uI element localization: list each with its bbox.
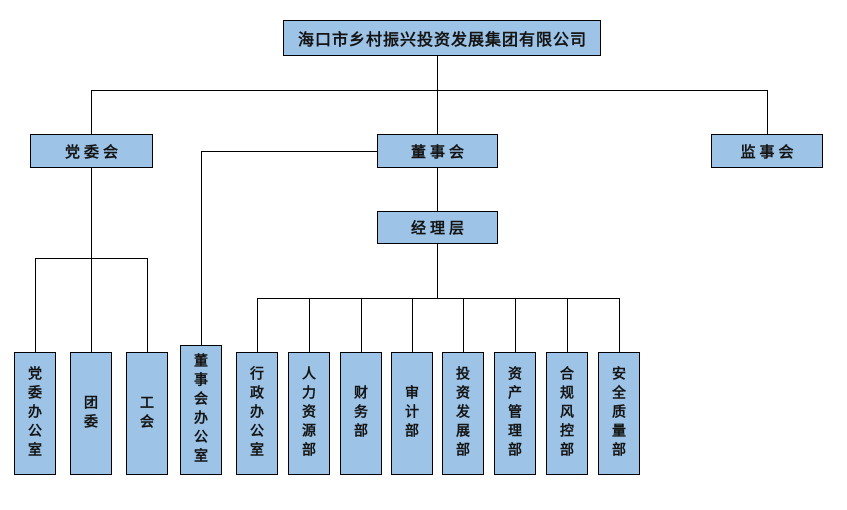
org-node-board-office: 董事会办公室 — [180, 345, 222, 475]
connector-board-management — [437, 168, 438, 211]
org-node-labor-union: 工会 — [126, 352, 168, 475]
connector-party-child-drop — [35, 258, 36, 352]
org-node-hr-dept: 人力资源部 — [288, 352, 330, 475]
connector-root-drop — [437, 56, 438, 90]
org-node-audit-dept: 审计部 — [391, 352, 433, 475]
connector-management-child-drop — [309, 298, 310, 352]
connector-board-office-drop — [201, 151, 202, 345]
org-node-investment-dept: 投资发展部 — [442, 352, 484, 475]
connector-board-drop — [437, 90, 438, 134]
org-node-admin-office: 行政办公室 — [236, 352, 278, 475]
connector-party-child-drop — [147, 258, 148, 352]
connector-management-child-drop — [567, 298, 568, 352]
org-node-management-layer: 经理层 — [377, 211, 498, 244]
connector-top-rail — [91, 90, 767, 91]
org-node-party-office: 党委办公室 — [14, 352, 56, 475]
org-node-asset-mgmt-dept: 资产管理部 — [494, 352, 536, 475]
org-node-supervisory-board: 监事会 — [711, 134, 823, 168]
connector-party-drop — [91, 90, 92, 134]
connector-supervisory-drop — [767, 90, 768, 134]
connector-management-child-drop — [361, 298, 362, 352]
connector-management-child-drop — [412, 298, 413, 352]
connector-party-child-drop — [91, 258, 92, 352]
connector-management-rail — [257, 298, 619, 299]
org-node-finance-dept: 财务部 — [340, 352, 382, 475]
connector-management-child-drop — [257, 298, 258, 352]
org-node-party-committee: 党委会 — [30, 134, 153, 168]
org-node-safety-quality-dept: 安全质量部 — [598, 352, 640, 475]
org-node-compliance-risk-dept: 合规风控部 — [546, 352, 588, 475]
connector-management-child-drop — [463, 298, 464, 352]
org-node-root: 海口市乡村振兴投资发展集团有限公司 — [283, 20, 601, 56]
org-node-youth-league: 团委 — [70, 352, 112, 475]
connector-board-office-rail — [201, 151, 377, 152]
connector-management-child-drop — [619, 298, 620, 352]
connector-party-stem — [91, 168, 92, 258]
connector-management-child-drop — [515, 298, 516, 352]
org-node-board: 董事会 — [377, 134, 498, 168]
connector-management-stem — [437, 244, 438, 298]
